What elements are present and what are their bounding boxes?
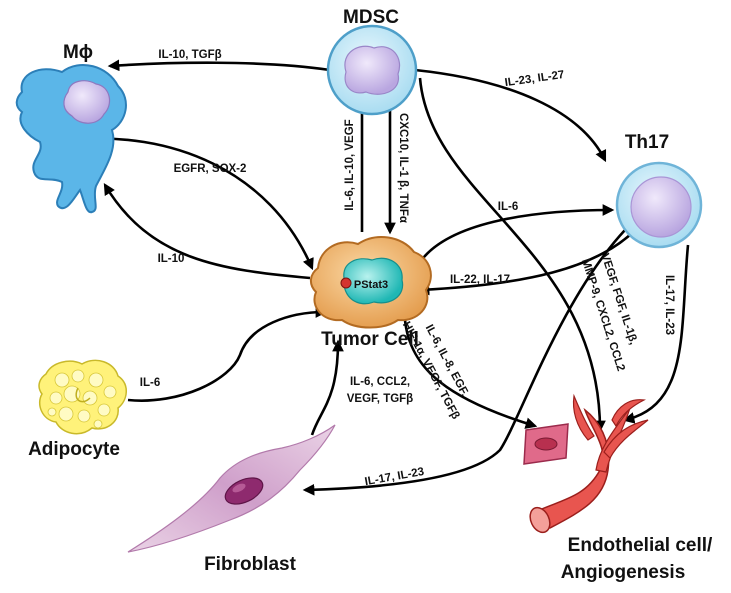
label-fibroblast-to-tumor-1: IL-6, CCL2,: [350, 376, 410, 388]
tumor-nucleus: [343, 257, 404, 305]
endothelial-vessel: [523, 393, 649, 534]
macrophage-nucleus: [63, 80, 111, 124]
arrow-adipocyte-to-tumor: [127, 306, 328, 402]
mdsc-label: MDSC: [343, 7, 399, 28]
label-adipocyte-to-tumor: IL-6: [140, 377, 160, 389]
th17-nucleus: [630, 176, 692, 238]
arrow-th17-to-tumor: [417, 224, 641, 296]
mdsc-cell: [326, 24, 418, 116]
label-mdsc-to-macrophage: IL-10, TGFβ: [158, 49, 221, 61]
arrow-th17-to-fibroblast: [302, 229, 626, 496]
mdsc-nucleus: [344, 45, 401, 95]
label-th17-to-endothelial: IL-17, IL-23: [663, 275, 675, 335]
arrow-mdsc-to-th17: [414, 68, 607, 163]
node-labels: MDSC Mϕ Th17 Tumor Cell PStat3 Adipocyte…: [28, 7, 713, 583]
arrow-th17-to-endothelial: [622, 244, 690, 424]
arrow-tumor-to-macrophage: [103, 182, 311, 280]
arrow-mdsc-to-macrophage: [107, 59, 331, 72]
label-tumor-to-mdsc: IL-6, IL-10, VEGF: [344, 119, 356, 210]
adipocyte-cell: [38, 359, 127, 435]
label-mdsc-to-tumor: CXC10, IL-1 β, TNFα: [397, 113, 409, 223]
label-fibroblast-to-tumor-2: VEGF, TGFβ: [347, 393, 413, 405]
endothelial-label-line2: Angiogenesis: [561, 562, 686, 583]
macrophage-cell: [15, 63, 127, 214]
label-macrophage-to-tumor: EGFR, SOX-2: [174, 163, 247, 175]
th17-cell: [615, 161, 703, 249]
th17-label: Th17: [625, 132, 669, 153]
arrow-fibroblast-to-tumor: [310, 339, 344, 436]
endothelial-label-line1: Endothelial cell/: [568, 535, 713, 556]
fibroblast-cell: [127, 424, 336, 553]
arrow-mdsc-to-endothelial: [418, 77, 606, 433]
macrophage-label: Mϕ: [63, 42, 93, 63]
vessel-trunk: [533, 407, 610, 529]
tumor-cell: [310, 236, 432, 329]
label-th17-to-tumor: IL-22, IL-17: [450, 274, 510, 286]
pstat3-label: PStat3: [354, 279, 388, 291]
label-tumor-to-macrophage: IL-10: [158, 253, 185, 265]
tumor-cell-label: Tumor Cell: [321, 329, 419, 350]
adipocyte-label: Adipocyte: [28, 439, 120, 460]
arrow-tumor-to-endothelial: [403, 319, 538, 429]
fibroblast-label: Fibroblast: [204, 554, 297, 575]
arrow-tumor-to-th17: [418, 204, 615, 263]
vessel-lumen: [529, 506, 551, 534]
adipocyte-droplets: [47, 369, 117, 429]
label-tumor-to-th17: IL-6: [498, 201, 518, 213]
label-mdsc-to-th17: IL-23, IL-27: [504, 69, 565, 89]
fibroblast-nucleus: [224, 477, 264, 505]
pstat3-dot: [340, 277, 352, 289]
